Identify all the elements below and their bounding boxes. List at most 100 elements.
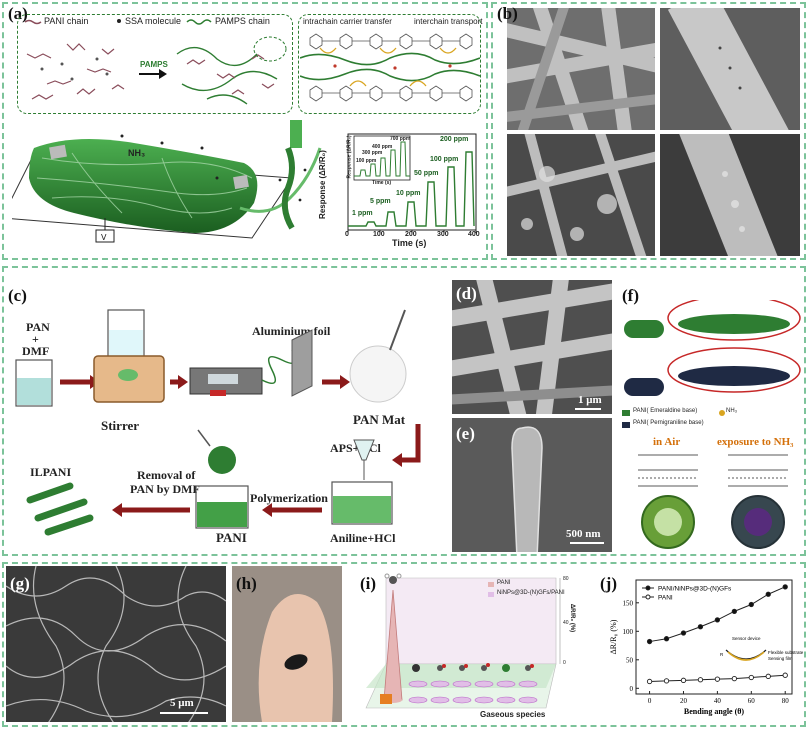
data-point-0 [731, 608, 737, 614]
label-dmf: DMF [22, 344, 50, 358]
sem-image-d [452, 280, 612, 414]
inset-ppm-400: 400 ppm [372, 144, 393, 150]
y-tick-label: 0 [630, 685, 634, 693]
scale-label-d: 1 μm [578, 394, 602, 406]
panel-label-f: (f) [622, 286, 639, 305]
label-pani: PANI [216, 530, 247, 545]
inset-ppm-300: 300 ppm [362, 150, 383, 156]
electrospinning-tip [278, 120, 307, 230]
x-tick-label: 0 [648, 697, 652, 705]
response-xlabel: Time (s) [392, 238, 427, 248]
label-removal-2: PAN by DMF [130, 482, 200, 496]
panel-label-e: (e) [456, 424, 475, 443]
nanofiber-device-illustration: V [12, 134, 322, 243]
panel-label-i: (i) [360, 574, 377, 593]
label-ilpani: ILPANI [30, 465, 72, 479]
data-point-1 [714, 676, 721, 682]
interchain-label: interchain transport [414, 17, 483, 26]
tick-200: 200 [405, 231, 417, 238]
scale-bar-d [575, 408, 601, 410]
response-plot: Response (ΔR/R₀) Time (s) 0 100 200 300 … [318, 132, 480, 248]
inset-ppm-700: 700 ppm [390, 136, 411, 142]
inset-ppm-100: 100 ppm [356, 158, 377, 164]
sem-image-b4 [660, 134, 800, 256]
x-axis-label: Bending angle (θ) [684, 707, 745, 716]
legend-nh3: NH₃ [726, 408, 738, 414]
scale-label-e: 500 nm [566, 528, 601, 540]
x-tick-label: 60 [748, 697, 756, 705]
scale-bar-g [160, 712, 208, 714]
data-point-0 [646, 638, 653, 645]
data-point-1 [697, 677, 704, 683]
panel-a-frame [2, 2, 488, 260]
sem-image-b2 [660, 8, 800, 130]
panel-a-chem-box [298, 14, 481, 114]
data-point-0 [748, 601, 754, 608]
mechanism-illustration [622, 300, 801, 549]
panel-c-frame [2, 266, 806, 556]
svg-text:V: V [101, 233, 107, 242]
panel-b-frame [491, 2, 806, 260]
x-tick-label: 80 [782, 697, 790, 705]
inset-label: R [720, 652, 724, 657]
panel-a-legend-svg [24, 19, 287, 105]
legend-marker-1 [645, 594, 651, 600]
label-polymerization: Polymerization [250, 491, 328, 505]
panel-label-j: (j) [600, 574, 617, 593]
i-zlabel: ΔR/R₀ (%) [569, 603, 576, 633]
label-pan-mat: PAN Mat [353, 412, 406, 427]
data-point-0 [697, 624, 704, 630]
inset-label: Flexible substrate [768, 650, 804, 655]
intrachain-label: intrachain carrier transfer [303, 17, 392, 26]
inset-sensing-film [727, 651, 765, 661]
data-point-0 [680, 630, 687, 636]
data-point-1 [646, 678, 653, 685]
legend-label-0: PANI/NiNPs@3D-(N)GFs [658, 586, 732, 593]
tick-300: 300 [437, 231, 449, 238]
gas-selectivity-3d-chart [365, 573, 561, 709]
panel-label-g: (g) [10, 574, 30, 593]
label-exposure: exposure to NH₃ [717, 436, 794, 448]
x-tick-label: 20 [680, 697, 688, 705]
inset-label: Sensing film [768, 656, 793, 661]
label-plus: + [32, 332, 39, 346]
ppm-200: 200 ppm [440, 136, 469, 143]
panel-label-b: (b) [497, 4, 518, 23]
x-tick-label: 40 [714, 697, 722, 705]
tick-100: 100 [373, 231, 385, 238]
tick-400: 400 [468, 231, 480, 238]
legend-pani-pernigraniline: PANI( Pernigraniline base) [633, 420, 704, 426]
data-point-0 [714, 617, 721, 623]
panel-label-c: (c) [8, 286, 27, 305]
panel-g-j-frame [2, 562, 806, 727]
y-tick-label: 50 [626, 656, 634, 664]
ppm-50: 50 ppm [414, 170, 439, 177]
ppm-1: 1 ppm [352, 210, 373, 217]
tick-0: 0 [345, 231, 349, 238]
label-pan: PAN [26, 320, 50, 334]
data-point-1 [765, 673, 771, 679]
data-point-1 [680, 677, 687, 683]
y-axis-label: ΔR/R₀ (%) [609, 619, 618, 654]
data-point-1 [748, 674, 754, 681]
scale-label-g: 5 μm [170, 697, 194, 709]
sem-image-e [452, 418, 612, 552]
data-point-1 [731, 675, 737, 682]
y-tick-label: 150 [623, 599, 634, 607]
data-point-0 [663, 636, 670, 642]
panel-label-d: (d) [456, 284, 477, 303]
legend-pani-chain: PANI chain [44, 16, 89, 26]
legend-pamps-chain: PAMPS chain [215, 16, 270, 26]
i-xlabel: Gaseous species [480, 710, 546, 719]
scale-bar-e [570, 542, 604, 544]
sem-image-g [6, 566, 226, 722]
data-point-0 [782, 584, 788, 590]
photo-finger-device [232, 566, 342, 722]
i-legend-composite: NiNPs@3D-(N)GFs/PANI [497, 590, 565, 596]
data-point-0 [765, 591, 771, 597]
i-legend-pani: PANI [497, 580, 511, 586]
legend-ssa-molecule: SSA molecule [125, 16, 182, 26]
response-plot-svg [347, 133, 477, 233]
data-point-1 [663, 678, 670, 684]
data-point-1 [782, 672, 788, 678]
